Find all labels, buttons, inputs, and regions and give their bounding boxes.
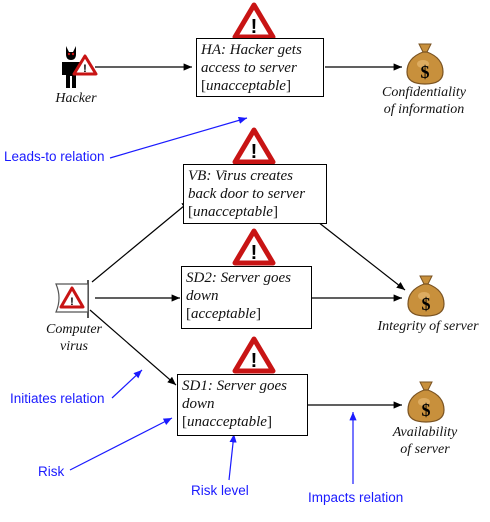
svg-text:$: $ — [421, 62, 430, 82]
risk-level: [unacceptable] — [188, 204, 278, 220]
annotation-risk-level: Risk level — [191, 483, 249, 498]
asset-availability-label: Availability of server — [380, 424, 470, 458]
hacker-label: Hacker — [55, 91, 97, 106]
money-bag-icon: $ — [407, 381, 445, 423]
risk-node-vb: VB: Virus creates back door to server [u… — [183, 164, 327, 224]
svg-text:!: ! — [251, 350, 258, 372]
risk-node-title: down — [182, 396, 215, 412]
annot-arrow-initiates — [111, 369, 143, 399]
risk-level: [unacceptable] — [182, 414, 272, 430]
asset-integrity-label: Integrity of server — [377, 319, 479, 334]
svg-text:$: $ — [422, 294, 431, 314]
computer-virus-label-line: Computer — [46, 322, 102, 337]
risk-node-title: VB: Virus creates — [188, 168, 293, 184]
asset-label-line: Confidentiality — [382, 85, 466, 100]
annotation-risk: Risk — [38, 464, 65, 479]
warning-triangle-icon: ! — [232, 336, 276, 374]
money-bag-icon: $ — [407, 275, 445, 317]
annot-arrow-risk-level — [228, 433, 237, 481]
warning-triangle-icon: ! — [232, 2, 276, 40]
computer-virus-icon: ! — [55, 280, 89, 318]
annotation-initiates: Initiates relation — [10, 391, 105, 406]
svg-text:!: ! — [251, 141, 258, 163]
annot-arrow-leads-to — [109, 116, 248, 159]
annot-arrow-risk — [69, 417, 173, 471]
risk-level: [acceptable] — [186, 306, 261, 322]
svg-text:$: $ — [422, 400, 431, 420]
risk-level: [unacceptable] — [201, 78, 291, 94]
asset-label-line: of server — [400, 442, 450, 457]
hacker-icon: ! — [62, 46, 98, 88]
risk-node-title: SD2: Server goes — [186, 270, 291, 286]
computer-virus-label: Computer virus — [34, 321, 114, 355]
edge-virus-sd1 — [89, 309, 177, 386]
warning-triangle-icon: ! — [232, 127, 276, 165]
risk-node-sd1: SD1: Server goes down [unacceptable] — [177, 374, 308, 436]
computer-virus-label-line: virus — [60, 339, 88, 354]
risk-node-sd2: SD2: Server goes down [acceptable] — [181, 266, 312, 329]
warning-triangle-icon: ! — [232, 228, 276, 266]
edge-virus-vb — [91, 200, 191, 283]
svg-text:!: ! — [251, 242, 258, 264]
risk-node-title: SD1: Server goes — [182, 378, 287, 394]
svg-text:!: ! — [251, 16, 258, 38]
risk-node-title: down — [186, 288, 219, 304]
asset-confidentiality-label: Confidentiality of information — [366, 84, 482, 118]
asset-label-line: of information — [383, 102, 465, 117]
risk-node-title: back door to server — [188, 186, 306, 202]
risk-node-ha: HA: Hacker gets access to server [unacce… — [196, 38, 324, 97]
asset-label-line: Availability — [392, 425, 458, 440]
risk-node-title: HA: Hacker gets — [201, 42, 302, 58]
money-bag-icon: $ — [406, 43, 444, 85]
annotation-leads-to: Leads-to relation — [4, 149, 105, 164]
risk-node-title: access to server — [201, 60, 297, 76]
svg-text:!: ! — [83, 63, 87, 75]
svg-text:!: ! — [70, 296, 74, 308]
edge-vb-integrity — [317, 221, 406, 291]
annotation-impacts: Impacts relation — [308, 490, 404, 505]
